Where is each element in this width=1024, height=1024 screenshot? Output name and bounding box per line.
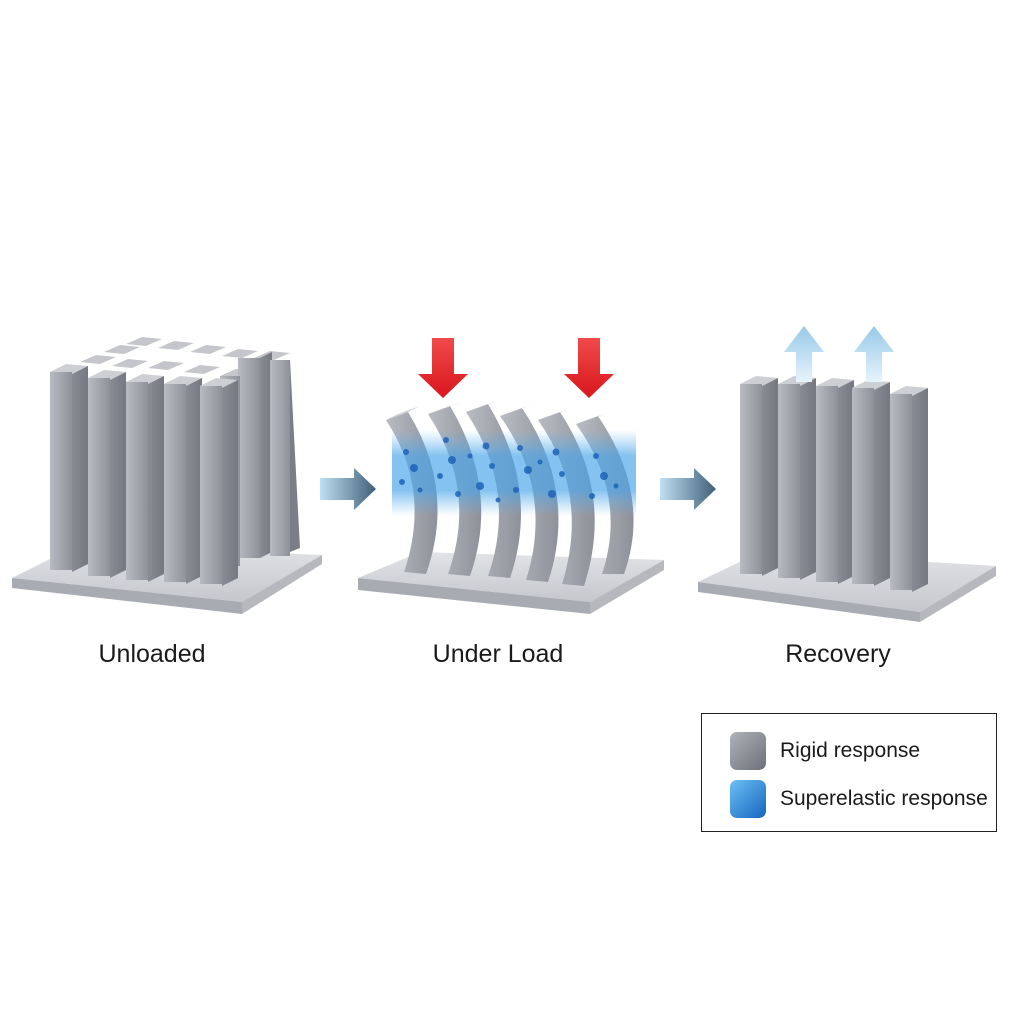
legend-item-superelastic: Superelastic response bbox=[730, 780, 988, 818]
superelastic-region bbox=[392, 430, 636, 516]
right-arrow-icon bbox=[660, 468, 716, 510]
up-arrow-icon bbox=[854, 326, 894, 382]
down-arrow-icon bbox=[564, 338, 614, 398]
stage-unloaded-illustration bbox=[12, 337, 322, 614]
stage-label-under-load: Under Load bbox=[432, 640, 564, 668]
legend-item-rigid: Rigid response bbox=[730, 732, 920, 770]
legend-label-superelastic: Superelastic response bbox=[780, 787, 988, 810]
legend: Rigid response Superelastic response bbox=[701, 713, 997, 832]
rigid-swatch-icon bbox=[730, 732, 766, 770]
stage-label-unloaded: Unloaded bbox=[98, 640, 206, 668]
right-arrow-icon bbox=[320, 468, 376, 510]
up-arrow-icon bbox=[784, 326, 824, 382]
stage-label-recovery: Recovery bbox=[785, 640, 891, 668]
superelastic-swatch-icon bbox=[730, 780, 766, 818]
pillar-grid-front bbox=[50, 364, 238, 586]
stage-under-load-illustration bbox=[358, 338, 664, 614]
recovered-pillars bbox=[740, 376, 928, 592]
legend-label-rigid: Rigid response bbox=[780, 739, 921, 762]
down-arrow-icon bbox=[418, 338, 468, 398]
stage-recovery-illustration bbox=[698, 326, 996, 622]
